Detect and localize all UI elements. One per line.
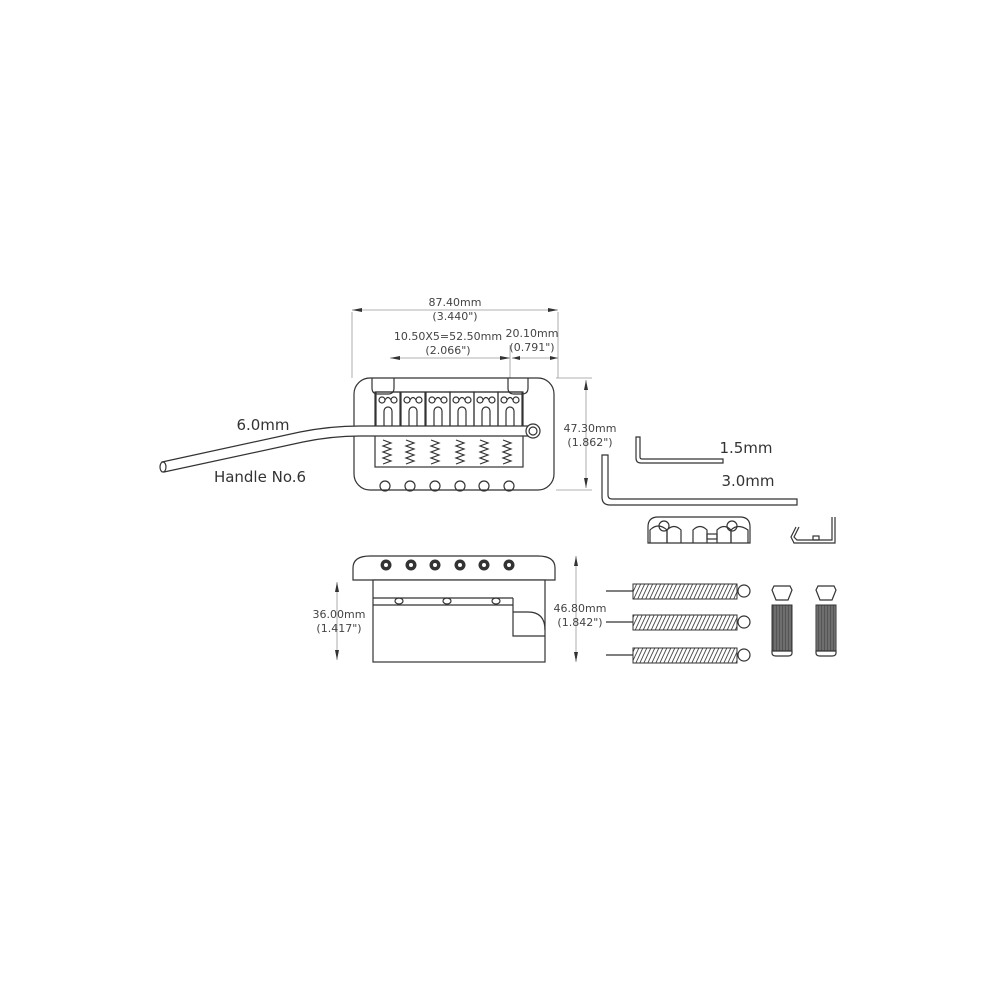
hex-key-large: 3.0mm <box>601 454 798 506</box>
dimension-depth: 47.30mm (1.862") <box>556 377 617 491</box>
dimension-total-height: 46.80mm (1.842") <box>554 556 607 662</box>
stud-1 <box>771 585 793 657</box>
stud-2 <box>815 585 837 657</box>
arm-name-label: Handle No.6 <box>214 468 306 486</box>
depth-mm: 47.30mm <box>564 422 617 435</box>
spring-2 <box>606 614 751 631</box>
overall-width-inch: (3.440") <box>432 310 477 323</box>
studs <box>771 585 837 657</box>
block-height-inch: (1.417") <box>316 622 361 635</box>
saddle-screws <box>380 559 515 571</box>
overall-width-mm: 87.40mm <box>429 296 482 309</box>
saddle-spacing-inch: (2.066") <box>425 344 470 357</box>
tension-springs <box>606 583 751 664</box>
intonation-springs <box>381 439 513 465</box>
spring-1 <box>606 583 751 600</box>
depth-inch: (1.862") <box>567 436 612 449</box>
saddle-spacing-mm: 10.50X5=52.50mm <box>394 330 502 343</box>
cover-clip <box>790 517 836 544</box>
dimension-overall-width: 87.40mm (3.440") <box>351 296 559 378</box>
dimension-edge-offset: 20.10mm (0.791") <box>506 327 559 360</box>
hex-key-small: 1.5mm <box>635 436 773 464</box>
bridge-side-view <box>352 555 556 663</box>
dimension-block-height: 36.00mm (1.417") <box>313 582 366 660</box>
hex-key-small-size: 1.5mm <box>719 439 772 457</box>
edge-offset-mm: 20.10mm <box>506 327 559 340</box>
hex-key-large-size: 3.0mm <box>721 472 774 490</box>
dimension-saddle-spacing: 10.50X5=52.50mm (2.066") <box>390 330 511 378</box>
total-height-mm: 46.80mm <box>554 602 607 615</box>
tremolo-arm: 6.0mm Handle No.6 <box>159 416 541 486</box>
arm-diameter-label: 6.0mm <box>236 416 289 434</box>
total-height-inch: (1.842") <box>557 616 602 629</box>
block-height-mm: 36.00mm <box>313 608 366 621</box>
string-holes <box>379 480 515 492</box>
spring-3 <box>606 647 751 664</box>
edge-offset-inch: (0.791") <box>509 341 554 354</box>
spring-claw <box>647 516 751 544</box>
